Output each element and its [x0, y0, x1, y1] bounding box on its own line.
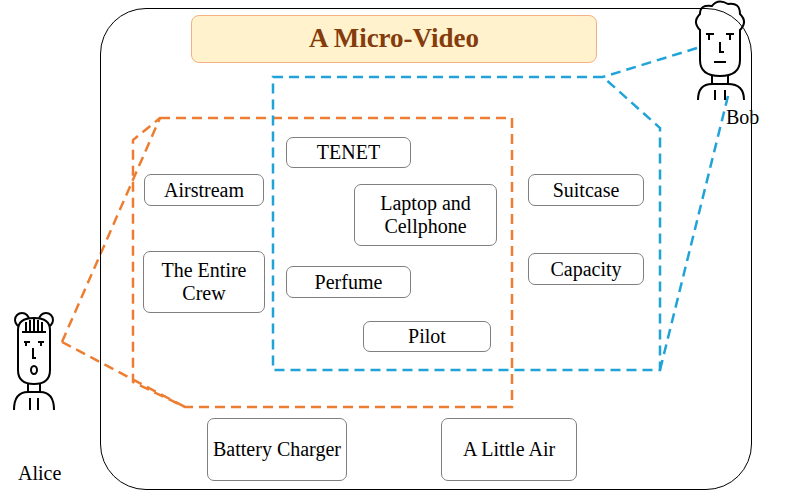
entity-label: A Little Air — [463, 438, 555, 461]
bob-sight-line — [603, 48, 697, 77]
alice-sight-line — [62, 342, 185, 407]
entity-box: Battery Charger — [207, 418, 347, 481]
entity-box: A Little Air — [441, 418, 577, 481]
entity-label: Laptop and Cellphone — [360, 192, 491, 238]
entity-box: The Entire Crew — [143, 251, 265, 313]
alice-icon — [14, 313, 54, 410]
entity-box: Laptop and Cellphone — [354, 184, 497, 246]
entity-label: The Entire Crew — [149, 259, 259, 305]
entity-label: Suitcase — [553, 179, 620, 202]
entity-box: Airstream — [144, 174, 264, 206]
micro-video-frame: A Micro-VideoTENET AirstreamLaptop and Ce… — [100, 8, 752, 490]
entity-box: Suitcase — [528, 174, 644, 206]
entity-box: TENET — [286, 137, 411, 168]
person-name: Bob — [726, 106, 759, 129]
entity-label: Capacity — [550, 258, 621, 281]
bob-icon — [696, 1, 744, 100]
entity-label: Pilot — [408, 325, 446, 348]
entity-label: Battery Charger — [213, 438, 341, 461]
entity-label: Perfume — [315, 271, 383, 294]
title-text: A Micro-Video — [309, 24, 479, 54]
alice-view-region — [133, 118, 512, 407]
entity-label: Airstream — [164, 179, 244, 202]
entity-box: Perfume — [286, 266, 411, 298]
entity-box: Capacity — [528, 253, 644, 285]
bob-sight-line — [660, 96, 728, 370]
person-name: Alice — [18, 462, 61, 485]
title-box: A Micro-Video — [191, 15, 597, 63]
bob-view-region — [273, 77, 660, 370]
entity-label: TENET — [317, 141, 380, 164]
entity-box: Pilot — [363, 321, 491, 352]
